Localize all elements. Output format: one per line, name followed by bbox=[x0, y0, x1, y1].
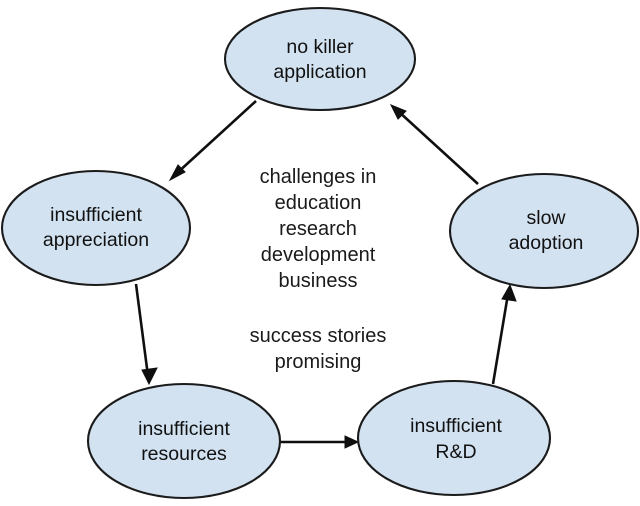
node-ellipse-insufficient-resources[interactable] bbox=[86, 382, 282, 500]
node-label-insufficient-resources-line2: resources bbox=[141, 443, 227, 465]
edge-appreciation-to-resources bbox=[134, 283, 158, 386]
node-insufficient-rd[interactable]: insufficient R&D bbox=[356, 379, 552, 497]
node-label-no-killer-application-line1: no killer bbox=[286, 36, 354, 58]
node-ellipse-no-killer-application[interactable] bbox=[223, 6, 417, 112]
node-label-insufficient-resources-line1: insufficient bbox=[138, 418, 230, 440]
node-label-no-killer-application-line2: application bbox=[273, 61, 366, 83]
node-no-killer-application[interactable]: no killer application bbox=[223, 6, 417, 112]
center-text-success-line-2: promising bbox=[275, 351, 362, 373]
node-label-insufficient-appreciation-line2: appreciation bbox=[43, 229, 149, 251]
edge-adoption-to-killerapp bbox=[389, 104, 479, 185]
center-text-challenges-line-3: research bbox=[279, 218, 357, 240]
edge-resources-to-rd bbox=[279, 435, 360, 449]
center-text-challenges-line-4: development bbox=[261, 244, 376, 266]
center-text-block-challenges: challenges in education research develop… bbox=[260, 166, 377, 292]
node-label-insufficient-rd-line2: R&D bbox=[435, 441, 476, 463]
center-text-challenges-line-5: business bbox=[279, 270, 358, 292]
center-text-success-line-1: success stories bbox=[250, 325, 387, 347]
node-label-insufficient-rd-line1: insufficient bbox=[410, 415, 502, 437]
center-text-challenges-line-2: education bbox=[275, 192, 362, 214]
node-ellipse-insufficient-rd[interactable] bbox=[356, 379, 552, 497]
node-ellipse-slow-adoption[interactable] bbox=[448, 172, 640, 290]
node-label-slow-adoption-line1: slow bbox=[526, 207, 566, 229]
node-label-slow-adoption-line2: adoption bbox=[509, 232, 584, 254]
node-label-insufficient-appreciation-line1: insufficient bbox=[50, 204, 142, 226]
edge-killerapp-to-appreciation bbox=[168, 100, 257, 182]
node-slow-adoption[interactable]: slow adoption bbox=[448, 172, 640, 290]
node-insufficient-resources[interactable]: insufficient resources bbox=[86, 382, 282, 500]
edge-rd-to-adoption bbox=[491, 283, 517, 385]
center-text-block-success: success stories promising bbox=[250, 325, 387, 373]
center-text-challenges-line-1: challenges in bbox=[260, 166, 377, 188]
node-insufficient-appreciation[interactable]: insufficient appreciation bbox=[0, 169, 192, 287]
node-ellipse-insufficient-appreciation[interactable] bbox=[0, 169, 192, 287]
